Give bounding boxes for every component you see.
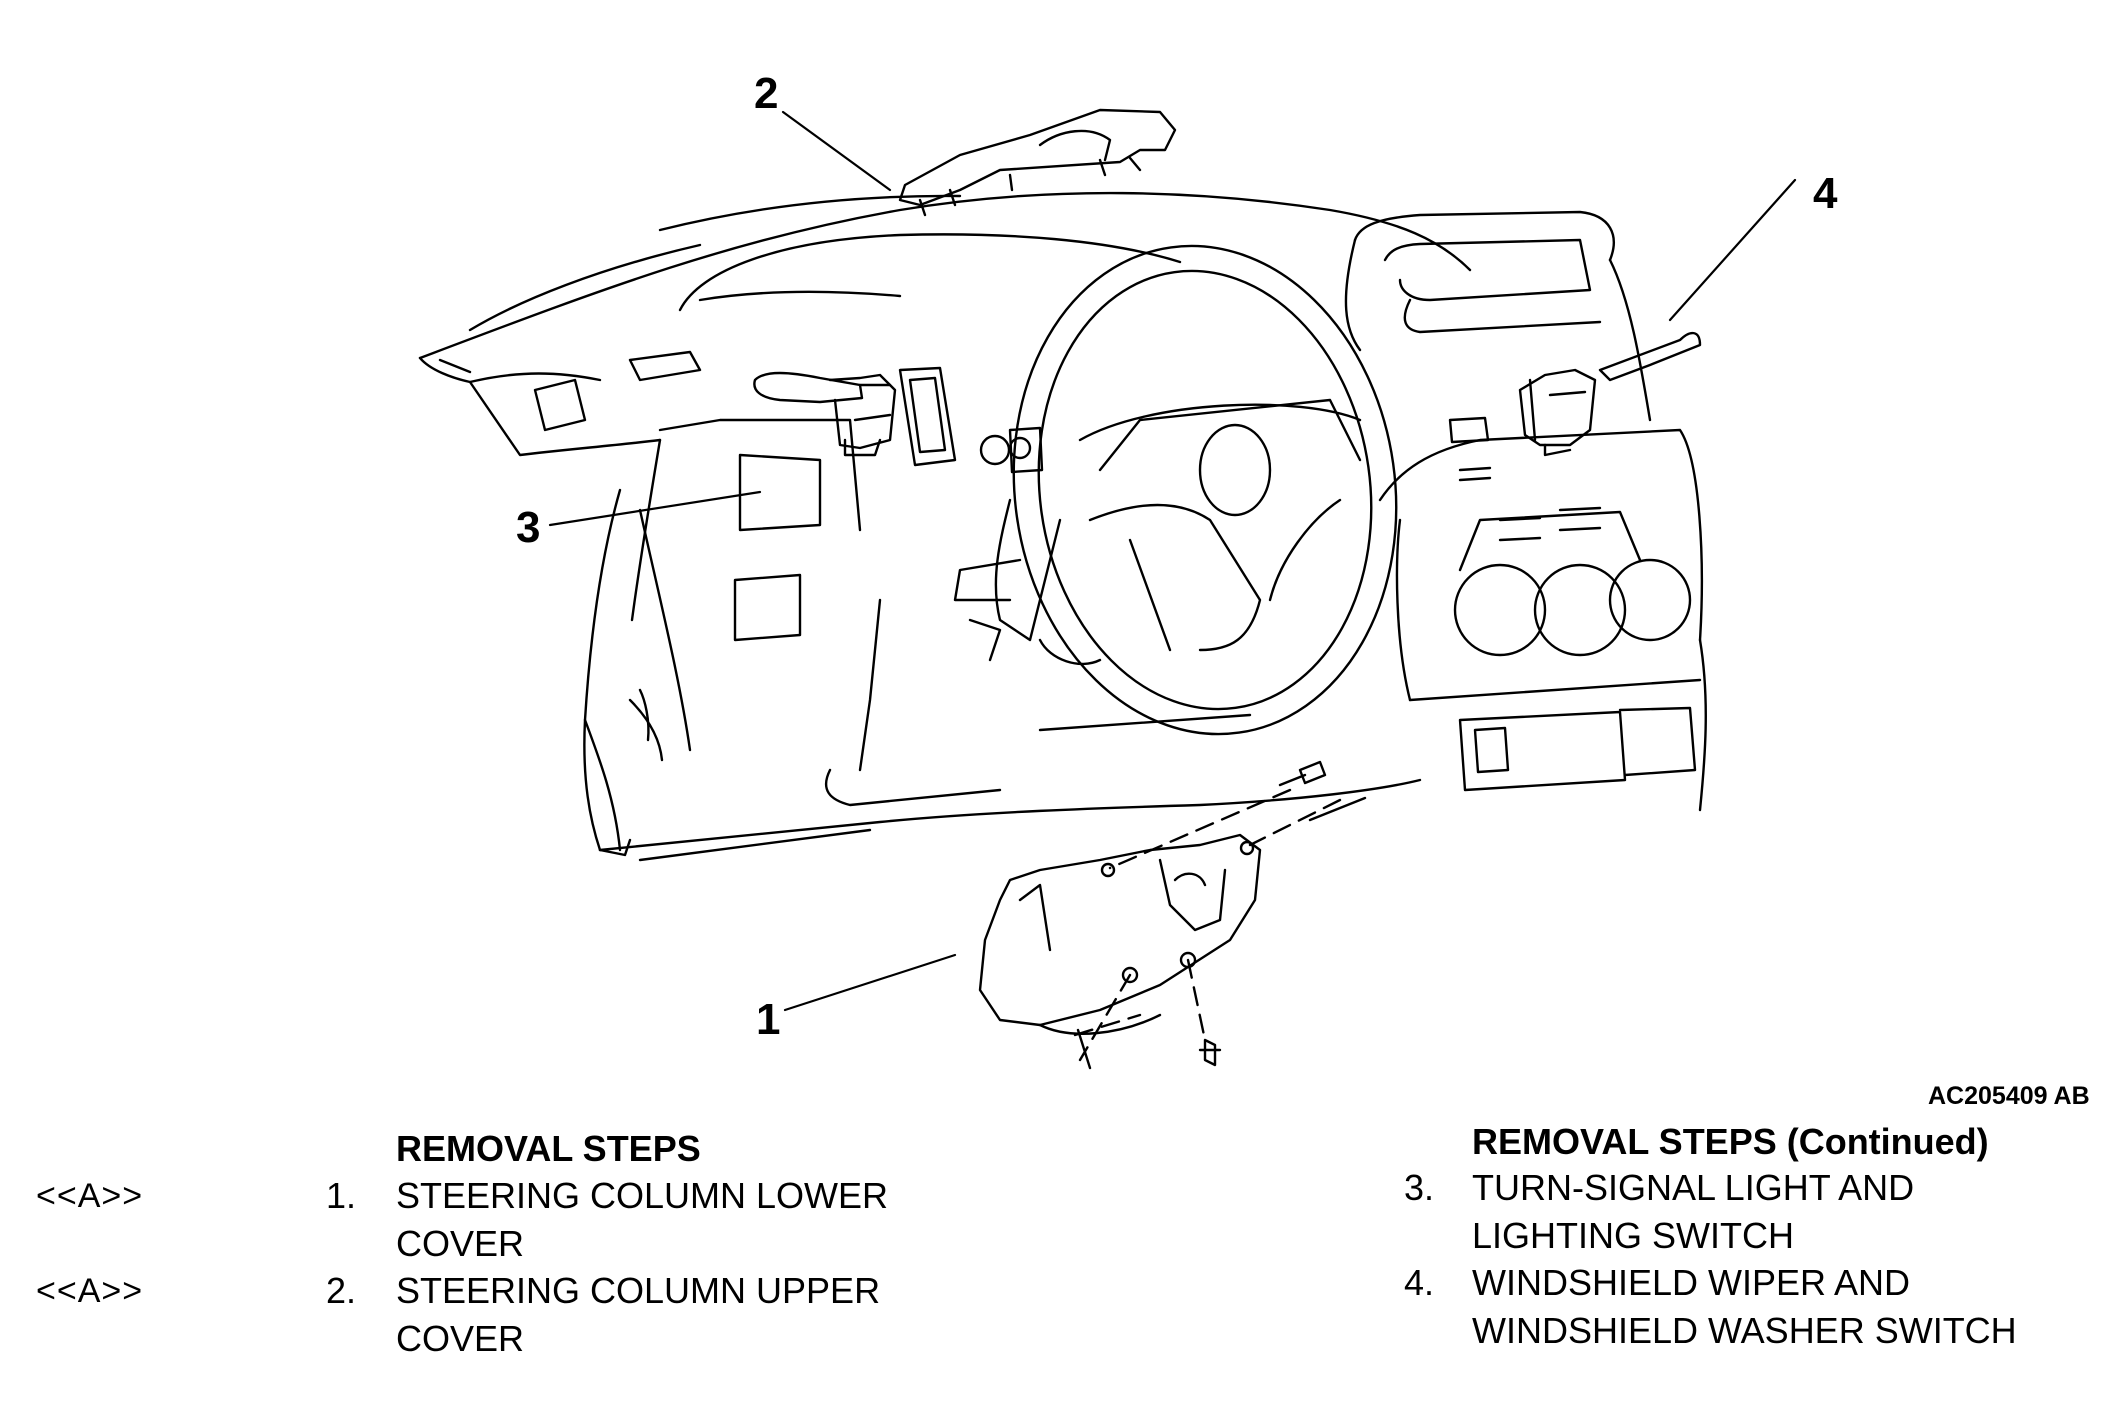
step-number: 4. (1404, 1262, 1435, 1303)
part-4-wiper-switch (1520, 333, 1700, 455)
part-2-upper-cover (900, 110, 1175, 215)
steering-wheel (983, 221, 1427, 759)
dashboard-outline (420, 193, 1706, 860)
step-ref: <<A>> (36, 1272, 144, 1310)
step-number: 3. (1404, 1167, 1435, 1208)
step-text: TURN-SIGNAL LIGHT AND LIGHTING SWITCH (1472, 1167, 1915, 1256)
part-1-lower-cover (980, 762, 1325, 1065)
part-3-lighting-switch (754, 373, 895, 455)
step-text: STEERING COLUMN LOWER COVER (396, 1175, 889, 1264)
dashed-guide-lines (1075, 790, 1340, 1060)
callout-1: 1 (756, 995, 781, 1044)
guide-tick (1078, 1030, 1090, 1068)
removal-steps-continued-heading: REMOVAL STEPS (Continued) (1472, 1121, 1989, 1162)
removal-steps-heading: REMOVAL STEPS (396, 1128, 701, 1169)
guide-tick-upper (1310, 798, 1365, 820)
step-number: 1. (326, 1175, 357, 1216)
callout-4: 4 (1813, 169, 1838, 218)
step-text: WINDSHIELD WIPER AND WINDSHIELD WASHER S… (1472, 1262, 2017, 1351)
step-ref: <<A>> (36, 1177, 144, 1215)
figure-code: AC205409 AB (1928, 1082, 2090, 1110)
callout-2: 2 (754, 69, 779, 118)
steering-column (955, 500, 1100, 664)
callout-3: 3 (516, 503, 541, 552)
leader-lines (550, 112, 1795, 1010)
step-text: STEERING COLUMN UPPER COVER (396, 1270, 881, 1359)
dashboard-diagram (0, 0, 2124, 1110)
step-number: 2. (326, 1270, 357, 1311)
